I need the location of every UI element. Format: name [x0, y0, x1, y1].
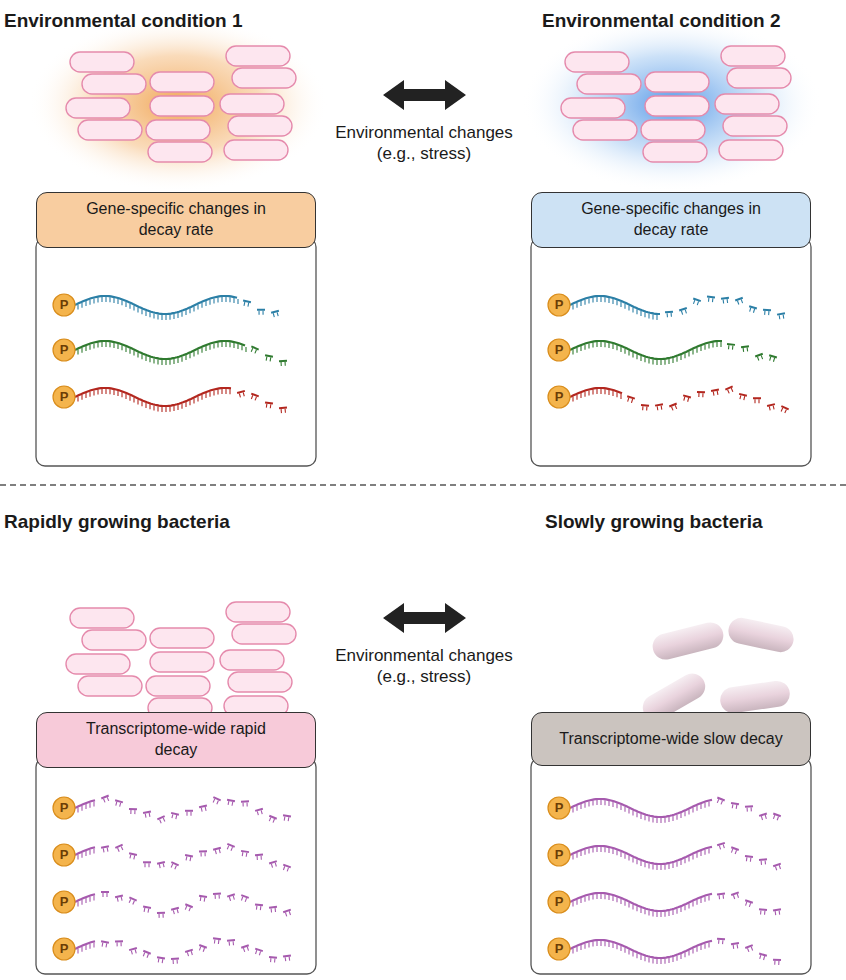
- faded-bacteria: [638, 615, 796, 725]
- header-box: Transcriptome-wide slow decay: [531, 712, 811, 766]
- phosphate-label: P: [548, 339, 570, 361]
- header-text: Transcriptome-wide rapid decay: [64, 719, 289, 761]
- arrow-label: Environmental changes (e.g., stress): [334, 645, 514, 688]
- rna-strands: [53, 294, 789, 965]
- phosphate-label: P: [53, 891, 75, 913]
- header-box: Transcriptome-wide rapid decay: [36, 712, 316, 768]
- arrow-label: Environmental changes (e.g., stress): [334, 122, 514, 165]
- phosphate-label: P: [548, 844, 570, 866]
- header-text: Transcriptome-wide slow decay: [559, 729, 782, 750]
- phosphate-label: P: [548, 891, 570, 913]
- phosphate-label: P: [548, 294, 570, 316]
- panel-heading: Slowly growing bacteria: [545, 511, 763, 533]
- header-box: Gene-specific changes in decay rate: [531, 192, 811, 248]
- divider: [0, 484, 846, 485]
- panel-heading: Rapidly growing bacteria: [4, 511, 230, 533]
- phosphate-label: P: [53, 294, 75, 316]
- phosphate-label: P: [53, 844, 75, 866]
- phosphate-label: P: [53, 386, 75, 408]
- glow: [522, 16, 822, 192]
- phosphate-label: P: [548, 797, 570, 819]
- panels: [36, 238, 811, 974]
- phosphate-label: P: [53, 339, 75, 361]
- header-box: Gene-specific changes in decay rate: [36, 192, 316, 248]
- header-text: Gene-specific changes in decay rate: [64, 199, 289, 241]
- header-text: Gene-specific changes in decay rate: [559, 199, 784, 241]
- glow: [28, 16, 328, 192]
- phosphate-label: P: [53, 938, 75, 960]
- phosphate-label: P: [548, 938, 570, 960]
- phosphate-label: P: [548, 386, 570, 408]
- phosphate-label: P: [53, 797, 75, 819]
- panel-heading: Environmental condition 1: [4, 10, 243, 32]
- panel-heading: Environmental condition 2: [542, 10, 781, 32]
